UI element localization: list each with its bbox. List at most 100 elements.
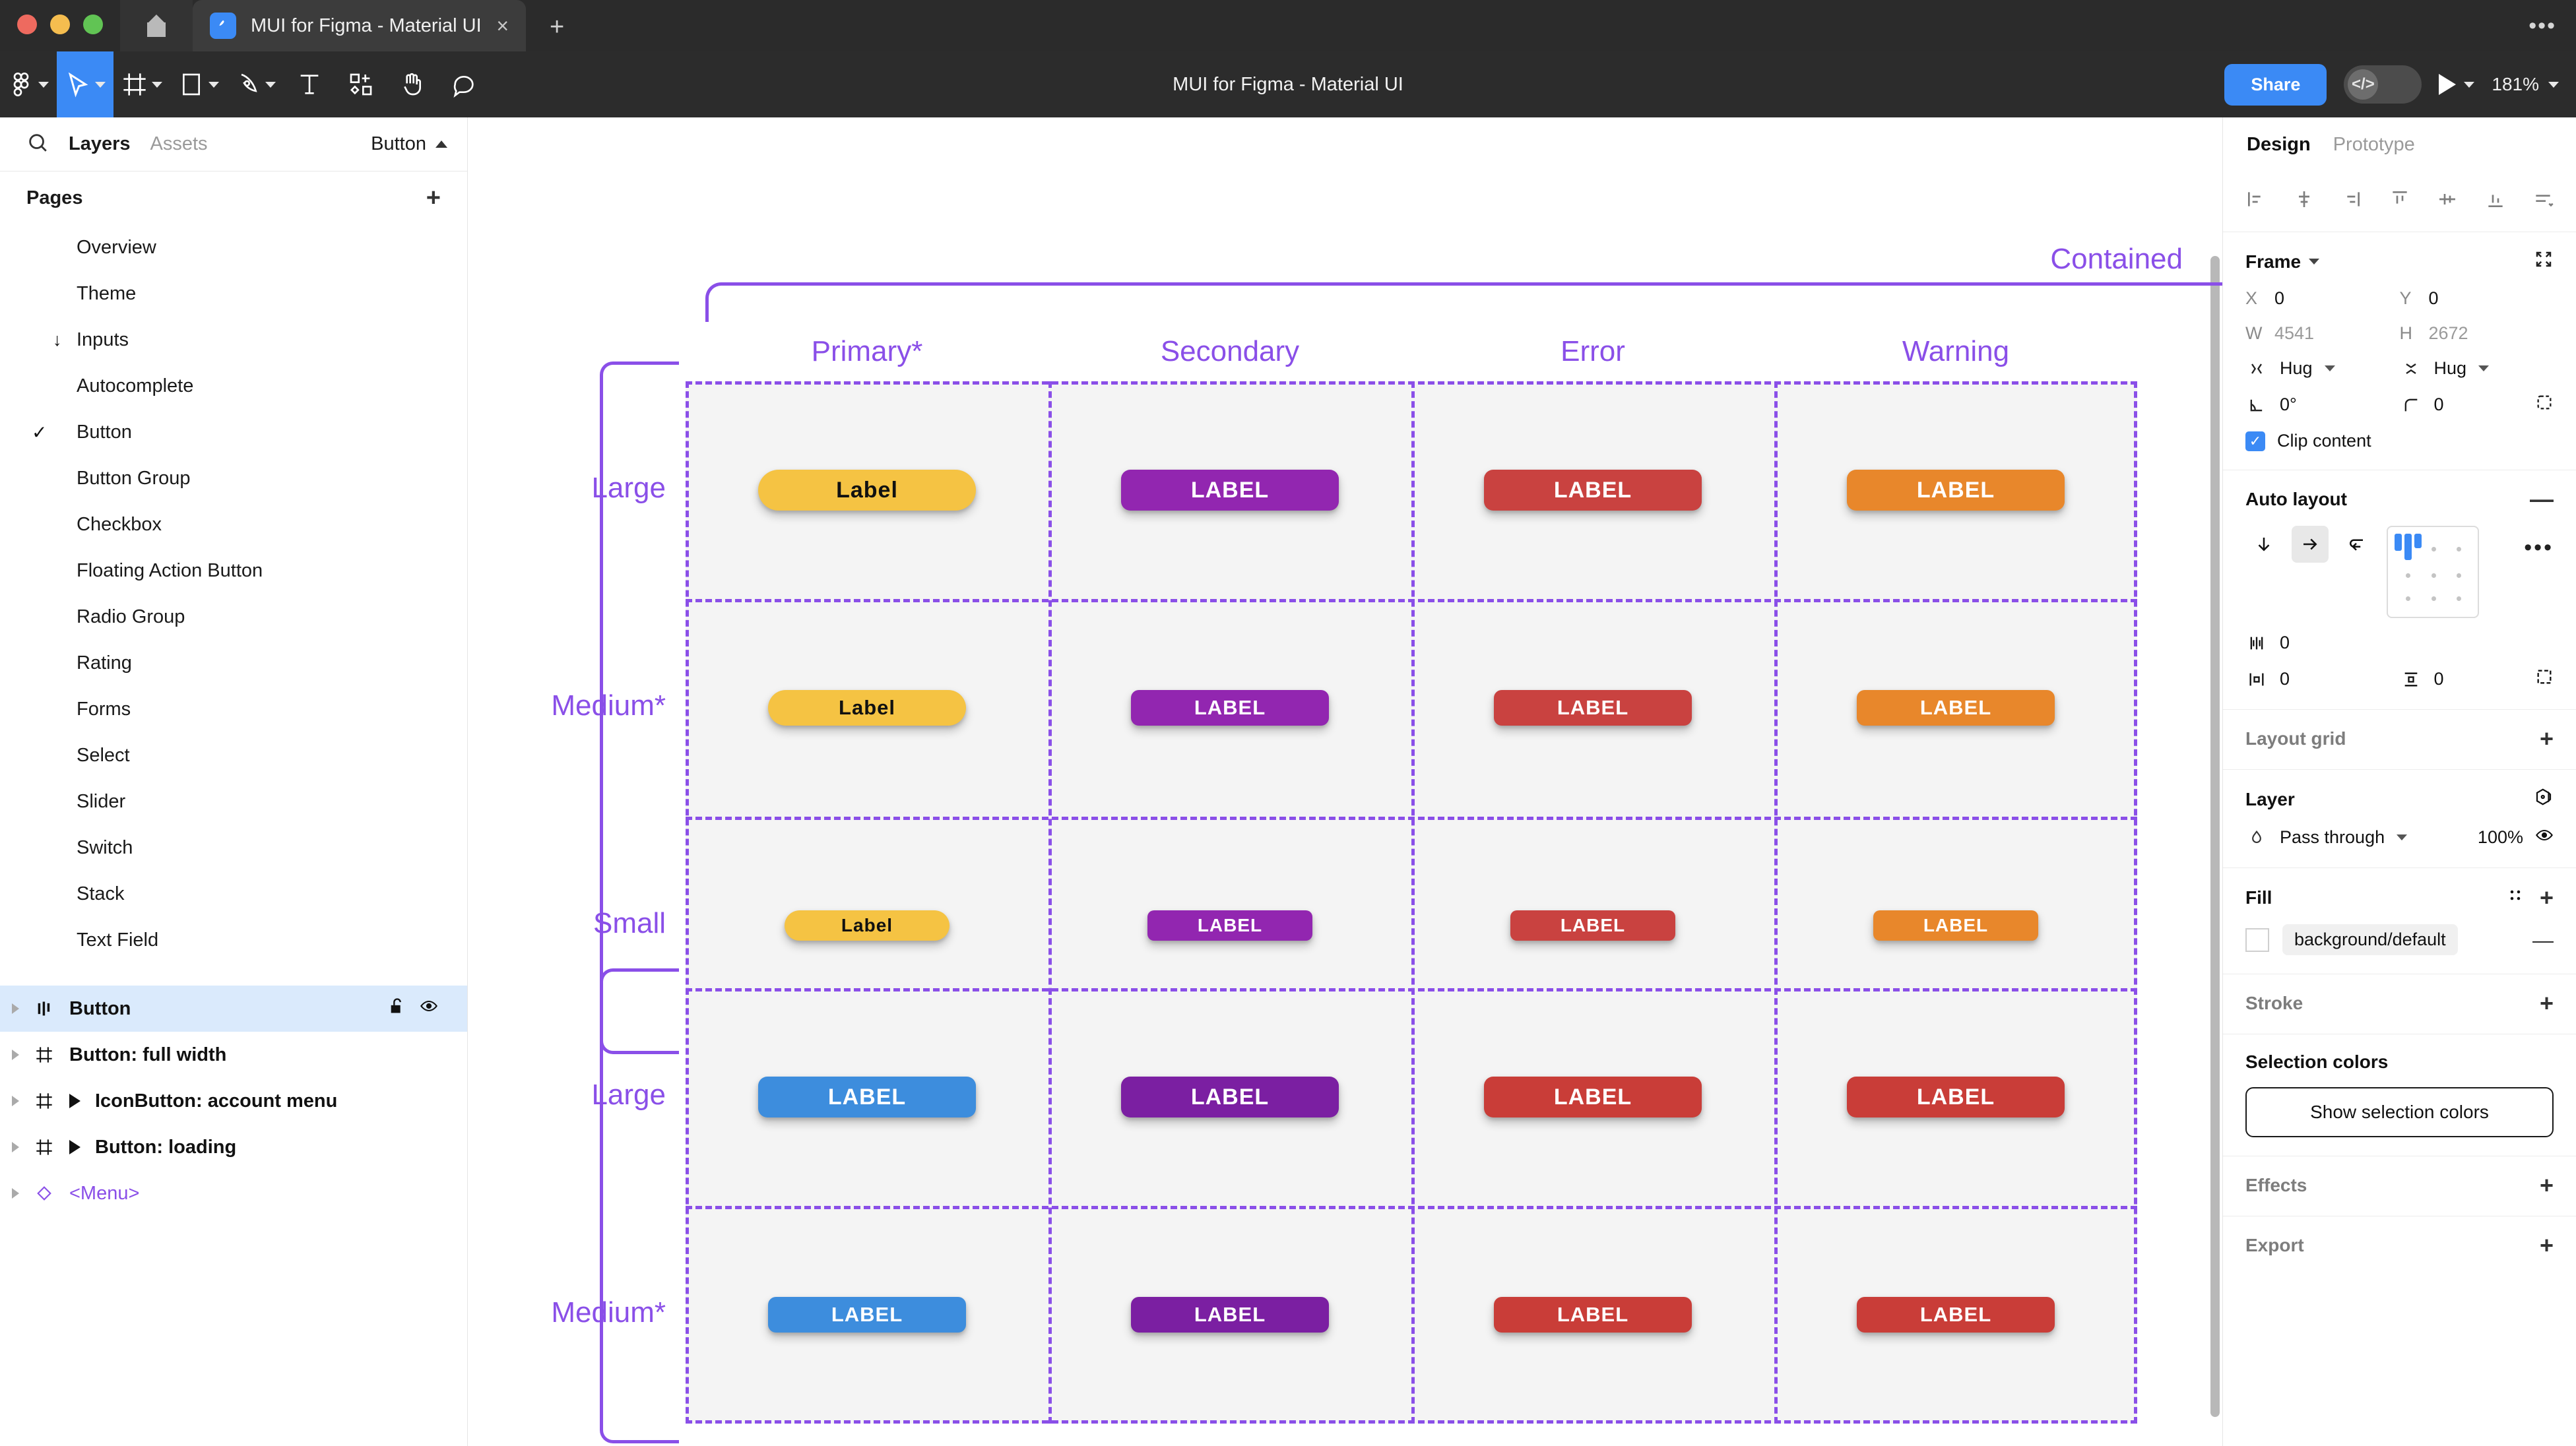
mui-button-error-medium[interactable]: LABEL [1494, 1297, 1692, 1333]
layer-expand-caret-icon[interactable] [12, 1096, 19, 1106]
fill-style-token[interactable]: background/default [2282, 924, 2458, 955]
mui-button-warning-large[interactable]: LABEL [1847, 1077, 2065, 1117]
comment-tool-icon[interactable] [438, 51, 490, 117]
fill-styles-icon[interactable] [2505, 885, 2525, 910]
show-selection-colors-button[interactable]: Show selection colors [2245, 1087, 2554, 1137]
frame-y-field[interactable]: Y 0 [2400, 288, 2554, 309]
page-item-slider[interactable]: Slider [0, 778, 467, 825]
align-right-icon[interactable] [2341, 189, 2362, 214]
hand-tool-icon[interactable] [387, 51, 438, 117]
add-fill-button[interactable]: + [2539, 883, 2554, 911]
layer-row[interactable]: Button: full width [0, 1032, 467, 1078]
remove-fill-button[interactable]: — [2532, 927, 2554, 952]
layer-row[interactable]: Button [0, 986, 467, 1032]
maximize-window-button[interactable] [83, 15, 103, 34]
frame-x-field[interactable]: X 0 [2245, 288, 2400, 309]
align-top-icon[interactable] [2389, 189, 2410, 214]
page-item-floating-action-button[interactable]: Floating Action Button [0, 548, 467, 594]
chevron-down-icon[interactable] [2309, 259, 2320, 265]
distribute-icon[interactable] [2532, 189, 2554, 214]
layer-styles-icon[interactable] [2534, 787, 2554, 811]
search-icon[interactable] [26, 131, 49, 157]
individual-padding-icon[interactable] [2535, 668, 2554, 691]
mui-button-primary-large[interactable]: LABEL [758, 1077, 976, 1117]
dev-mode-toggle[interactable]: </> [2344, 65, 2422, 104]
add-export-button[interactable]: + [2539, 1232, 2554, 1259]
mui-button-warning-medium[interactable]: LABEL [1857, 690, 2055, 726]
tab-assets[interactable]: Assets [150, 133, 208, 154]
horizontal-padding-field[interactable]: 0 [2245, 669, 2400, 689]
auto-layout-gap-field[interactable]: 0 [2245, 633, 2400, 653]
mui-button-error-large[interactable]: LABEL [1484, 1077, 1702, 1117]
align-vertical-center-icon[interactable] [2437, 189, 2458, 214]
pen-tool-icon[interactable] [227, 51, 284, 117]
page-item-select[interactable]: Select [0, 732, 467, 778]
align-left-icon[interactable] [2245, 189, 2267, 214]
share-button[interactable]: Share [2224, 63, 2327, 106]
tab-design[interactable]: Design [2247, 133, 2311, 155]
page-item-switch[interactable]: Switch [0, 825, 467, 871]
present-button[interactable] [2439, 74, 2475, 95]
move-tool-icon[interactable] [57, 51, 113, 117]
page-item-radio-group[interactable]: Radio Group [0, 594, 467, 640]
text-tool-icon[interactable] [284, 51, 335, 117]
fill-color-swatch[interactable] [2245, 927, 2269, 952]
remove-auto-layout-button[interactable]: — [2530, 486, 2554, 513]
auto-layout-alignment-pad[interactable] [2387, 526, 2479, 618]
mui-button-warning-medium[interactable]: LABEL [1857, 1297, 2055, 1333]
shape-tool-icon[interactable] [170, 51, 227, 117]
layer-row[interactable]: IconButton: account menu [0, 1078, 467, 1124]
mui-button-primary-medium[interactable]: LABEL [768, 1297, 966, 1333]
add-effect-button[interactable]: + [2539, 1172, 2554, 1199]
visibility-eye-icon[interactable] [2535, 826, 2554, 849]
mui-button-warning-small[interactable]: LABEL [1873, 910, 2038, 941]
tab-layers[interactable]: Layers [69, 133, 131, 154]
page-selector[interactable]: Button [371, 133, 447, 155]
page-item-button-group[interactable]: Button Group [0, 455, 467, 501]
browser-tab[interactable]: MUI for Figma - Material UI × [193, 0, 526, 51]
mui-button-primary-medium[interactable]: Label [768, 690, 966, 726]
layer-row[interactable]: <Menu> [0, 1170, 467, 1216]
mui-button-secondary-medium[interactable]: LABEL [1131, 1297, 1329, 1333]
add-layout-grid-button[interactable]: + [2539, 725, 2554, 752]
mui-button-primary-large[interactable]: Label [758, 470, 976, 511]
mui-button-error-large[interactable]: LABEL [1484, 470, 1702, 511]
blend-mode-field[interactable]: Pass through [2245, 827, 2437, 848]
mui-button-primary-small[interactable]: Label [785, 910, 950, 941]
eye-icon[interactable] [420, 997, 438, 1021]
direction-wrap-button[interactable] [2338, 526, 2375, 563]
frame-rotation-field[interactable]: 0° [2245, 394, 2400, 415]
mui-button-secondary-large[interactable]: LABEL [1121, 1077, 1339, 1117]
add-page-button[interactable]: + [426, 184, 441, 212]
page-item-rating[interactable]: Rating [0, 640, 467, 686]
resources-tool-icon[interactable] [335, 51, 387, 117]
mui-button-warning-large[interactable]: LABEL [1847, 470, 2065, 511]
frame-corner-radius-field[interactable]: 0 [2400, 393, 2554, 416]
home-button[interactable] [120, 0, 193, 51]
fit-content-icon[interactable] [2534, 249, 2554, 274]
frame-tool-icon[interactable] [113, 51, 170, 117]
tab-prototype[interactable]: Prototype [2333, 133, 2415, 155]
layer-collapsed-triangle-icon[interactable] [69, 1140, 80, 1154]
vertical-padding-field[interactable]: 0 [2400, 668, 2554, 691]
align-horizontal-center-icon[interactable] [2294, 189, 2315, 214]
new-tab-button[interactable]: + [550, 13, 565, 41]
mui-button-secondary-small[interactable]: LABEL [1147, 910, 1312, 941]
layer-row[interactable]: Button: loading [0, 1124, 467, 1170]
page-item-text-field[interactable]: Text Field [0, 917, 467, 963]
figma-menu-icon[interactable] [0, 51, 57, 117]
zoom-control[interactable]: 181% [2492, 74, 2559, 95]
minimize-window-button[interactable] [50, 15, 70, 34]
align-bottom-icon[interactable] [2485, 189, 2506, 214]
page-item-autocomplete[interactable]: Autocomplete [0, 363, 467, 409]
canvas-vertical-scrollbar[interactable] [2210, 256, 2220, 1417]
mui-button-secondary-large[interactable]: LABEL [1121, 470, 1339, 511]
layer-expand-caret-icon[interactable] [12, 1003, 19, 1014]
page-item-inputs[interactable]: ↓Inputs [0, 317, 467, 363]
page-item-overview[interactable]: Overview [0, 224, 467, 270]
page-item-stack[interactable]: Stack [0, 871, 467, 917]
mui-button-error-medium[interactable]: LABEL [1494, 690, 1692, 726]
page-item-theme[interactable]: Theme [0, 270, 467, 317]
add-stroke-button[interactable]: + [2539, 990, 2554, 1017]
